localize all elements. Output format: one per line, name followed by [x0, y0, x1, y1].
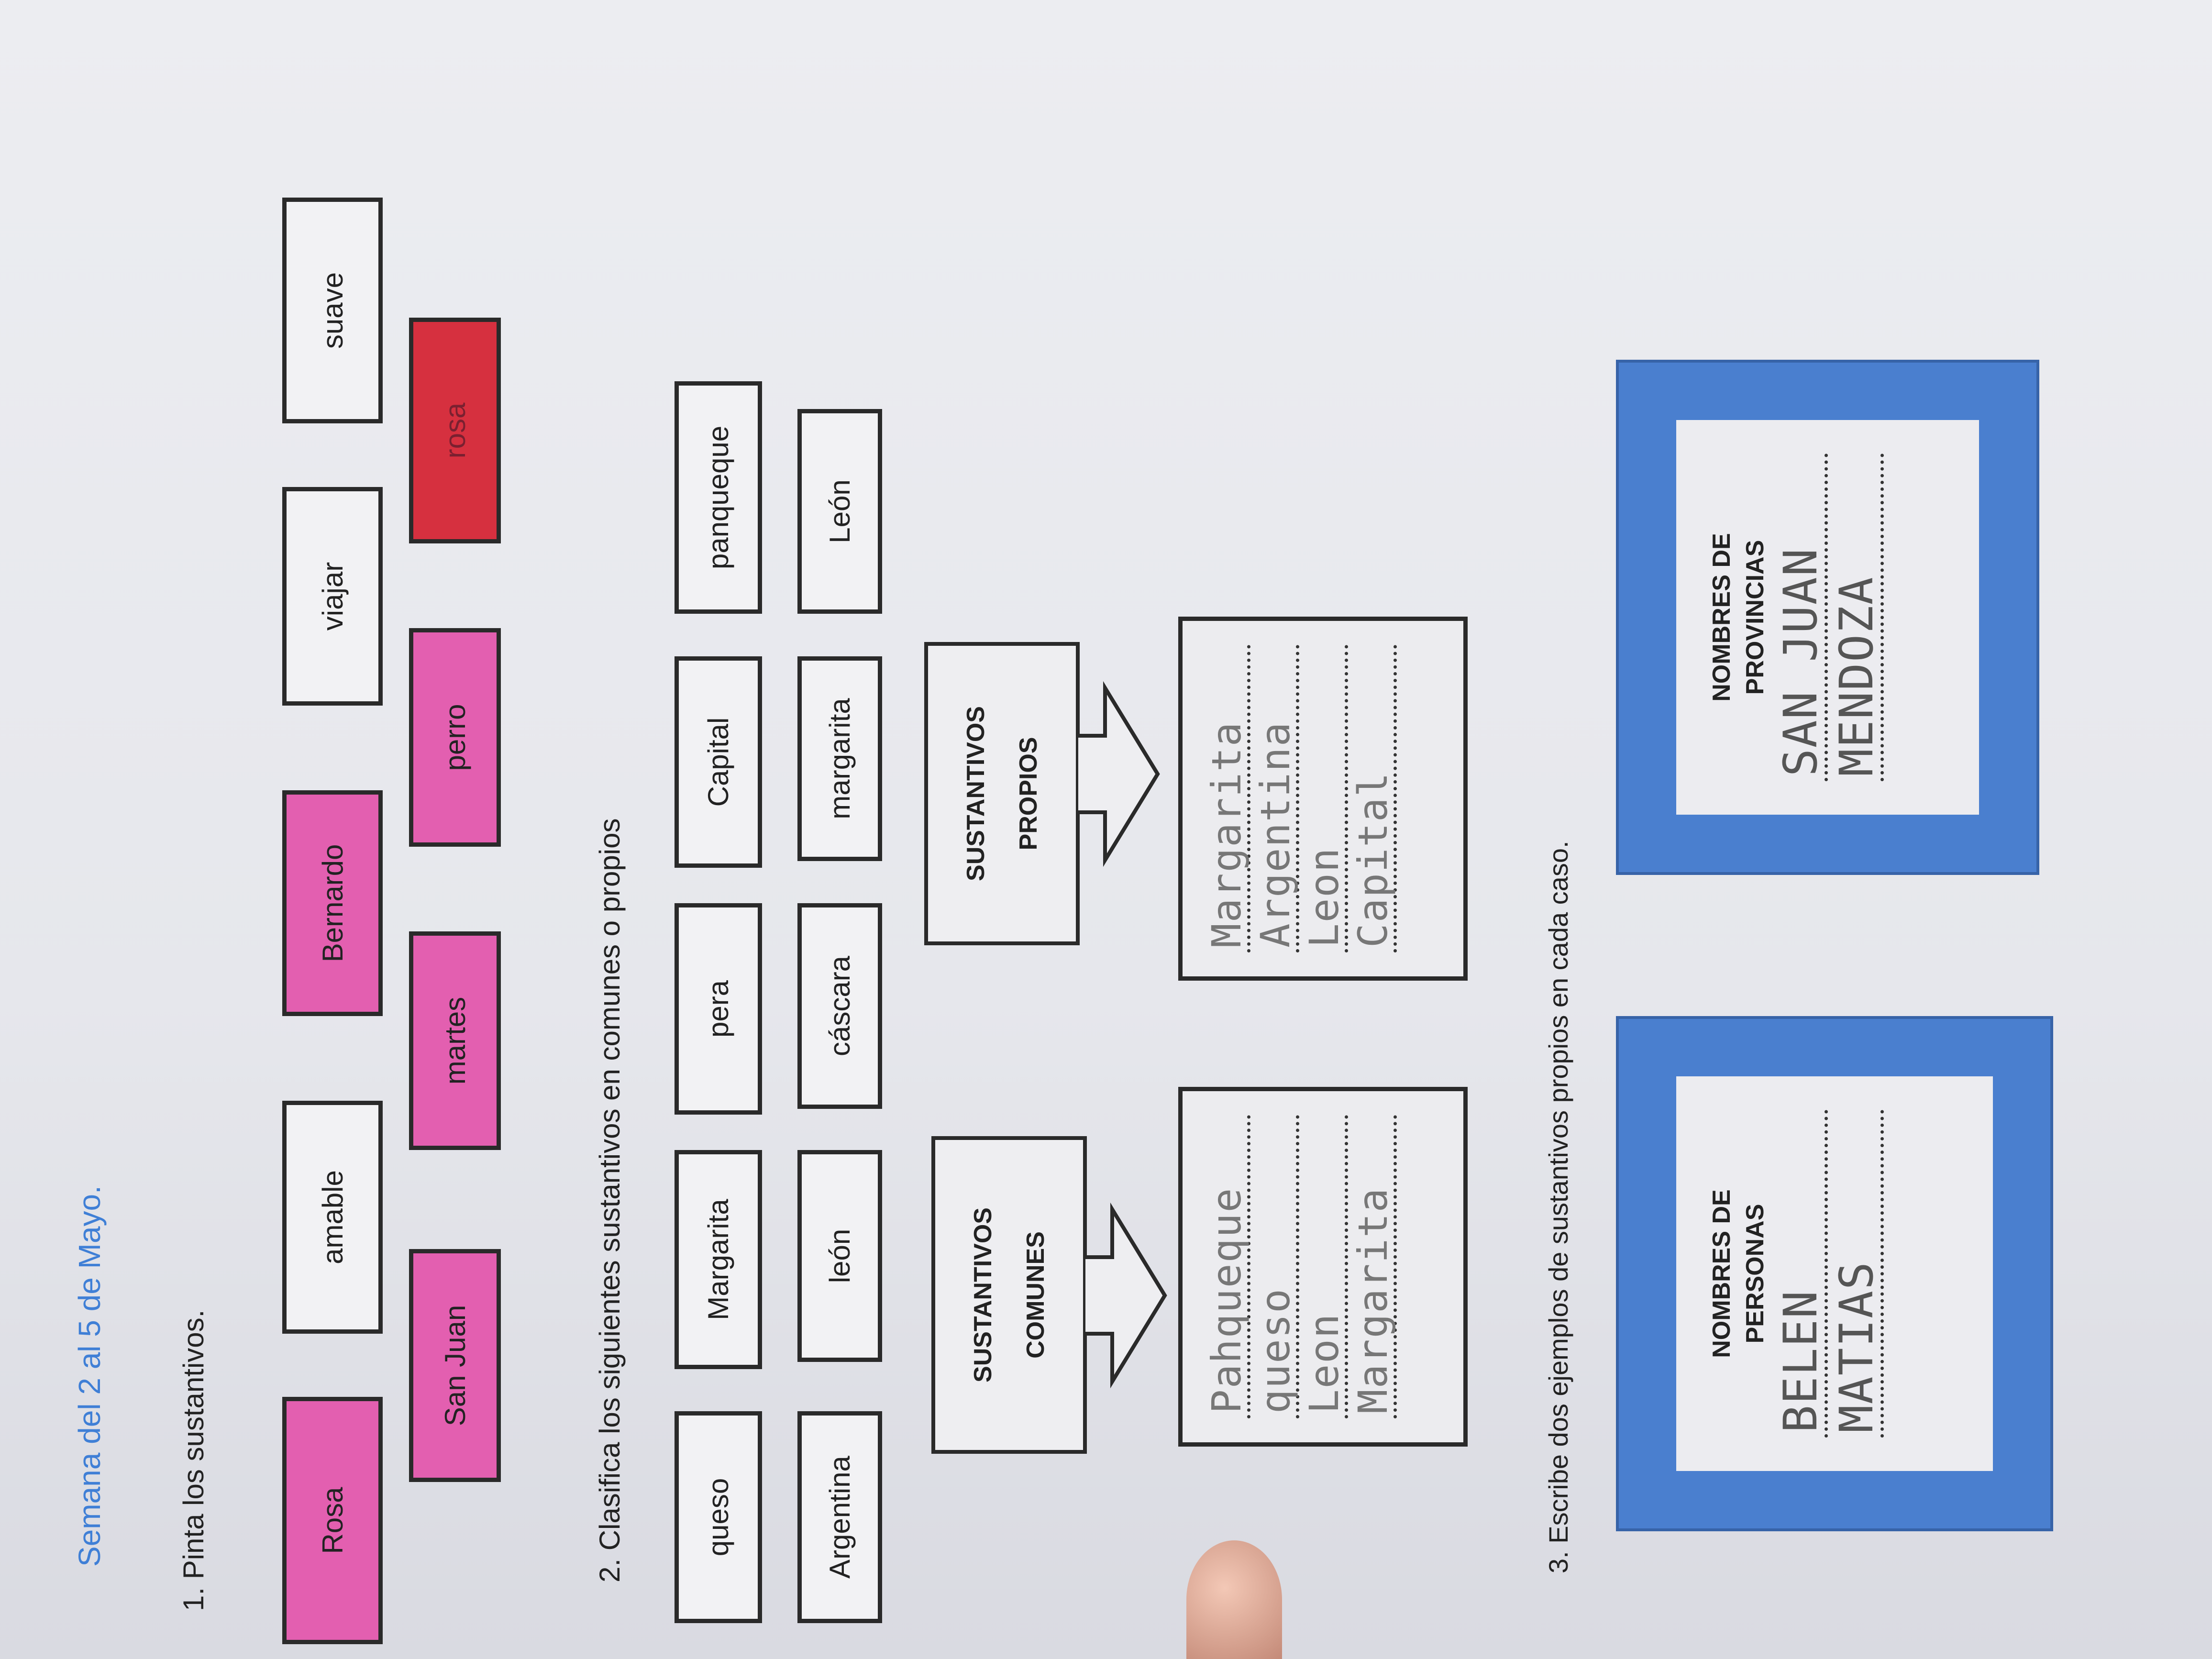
- answer-line[interactable]: Leon: [1299, 645, 1348, 952]
- answer-line[interactable]: MATIAS: [1828, 1110, 1884, 1438]
- provincias-box: NOMBRES DE PROVINCIAS SAN JUAN MENDOZA: [1616, 360, 2039, 875]
- arrow-down-icon: [1084, 1202, 1167, 1389]
- answer-line[interactable]: BELEN: [1772, 1110, 1828, 1438]
- answer-line[interactable]: queso: [1250, 1115, 1299, 1418]
- section3-heading: 3. Escribe dos ejemplos de sustantivos p…: [1543, 841, 1573, 1573]
- section2-heading: 2. Clasifica los siguientes sustantivos …: [594, 818, 626, 1583]
- word-box: Margarita: [675, 1150, 762, 1369]
- handwritten-answer: queso: [1252, 1288, 1299, 1414]
- word-box: Bernardo: [282, 790, 383, 1016]
- word-box: Rosa: [282, 1397, 383, 1644]
- box-label: PROVINCIAS: [1741, 540, 1769, 695]
- word-box: margarita: [797, 656, 882, 861]
- handwritten-answer: Pahqueque: [1203, 1187, 1250, 1414]
- word-box: queso: [675, 1411, 762, 1623]
- propios-answer-box[interactable]: Margarita Argentina Leon Capital: [1178, 617, 1468, 981]
- word-box: Argentina: [797, 1411, 882, 1623]
- handwritten-answer: Capital: [1349, 771, 1396, 948]
- handwritten-answer: Margarita: [1203, 721, 1250, 948]
- word-box: suave: [282, 198, 383, 423]
- comunes-answer-box[interactable]: Pahqueque queso Leon Margarita: [1178, 1087, 1468, 1447]
- category-label: PROPIOS: [1014, 737, 1042, 851]
- category-label: SUSTANTIVOS: [969, 1207, 997, 1382]
- finger: [1186, 1540, 1282, 1659]
- answer-line[interactable]: Margarita: [1202, 645, 1250, 952]
- word-box: cáscara: [797, 903, 882, 1109]
- category-label: COMUNES: [1021, 1231, 1050, 1359]
- word-box: panqueque: [675, 381, 762, 614]
- word-box: viajar: [282, 487, 383, 706]
- comunes-category: SUSTANTIVOS COMUNES: [931, 1136, 1087, 1454]
- handwritten-answer: Argentina: [1252, 721, 1299, 948]
- propios-category: SUSTANTIVOS PROPIOS: [924, 642, 1080, 945]
- word-box: Capital: [675, 656, 762, 868]
- box-label: NOMBRES DE: [1708, 533, 1736, 702]
- word-box: pera: [675, 903, 762, 1115]
- word-box: martes: [409, 931, 501, 1150]
- word-box: rosa: [409, 318, 501, 543]
- box-label: NOMBRES DE: [1708, 1189, 1736, 1358]
- answer-line[interactable]: Argentina: [1250, 645, 1299, 952]
- handwritten-answer: MATIAS: [1830, 1261, 1883, 1433]
- answer-line[interactable]: MENDOZA: [1828, 453, 1884, 781]
- page-title: Semana del 2 al 5 de Mayo.: [72, 1185, 107, 1567]
- handwritten-answer: Leon: [1301, 847, 1348, 948]
- section1-heading: 1. Pinta los sustantivos.: [177, 1309, 210, 1611]
- answer-line[interactable]: Pahqueque: [1202, 1115, 1250, 1418]
- word-box: león: [797, 1150, 882, 1362]
- word-box: perro: [409, 628, 501, 847]
- handwritten-answer: Leon: [1301, 1313, 1348, 1414]
- personas-box: NOMBRES DE PERSONAS BELEN MATIAS: [1616, 1016, 2053, 1531]
- word-box: amable: [282, 1101, 383, 1334]
- answer-line[interactable]: SAN JUAN: [1772, 453, 1828, 781]
- arrow-down-icon: [1076, 681, 1160, 867]
- handwritten-answer: SAN JUAN: [1774, 547, 1827, 776]
- word-box: San Juan: [409, 1249, 501, 1482]
- handwritten-answer: MENDOZA: [1830, 576, 1883, 776]
- answer-line[interactable]: Margarita: [1348, 1115, 1397, 1418]
- handwritten-answer: Margarita: [1349, 1187, 1396, 1414]
- answer-line[interactable]: Capital: [1348, 645, 1397, 952]
- category-label: SUSTANTIVOS: [962, 706, 990, 881]
- word-box: León: [797, 409, 882, 614]
- answer-line[interactable]: Leon: [1299, 1115, 1348, 1418]
- box-label: PERSONAS: [1741, 1204, 1769, 1344]
- handwritten-answer: BELEN: [1774, 1290, 1827, 1433]
